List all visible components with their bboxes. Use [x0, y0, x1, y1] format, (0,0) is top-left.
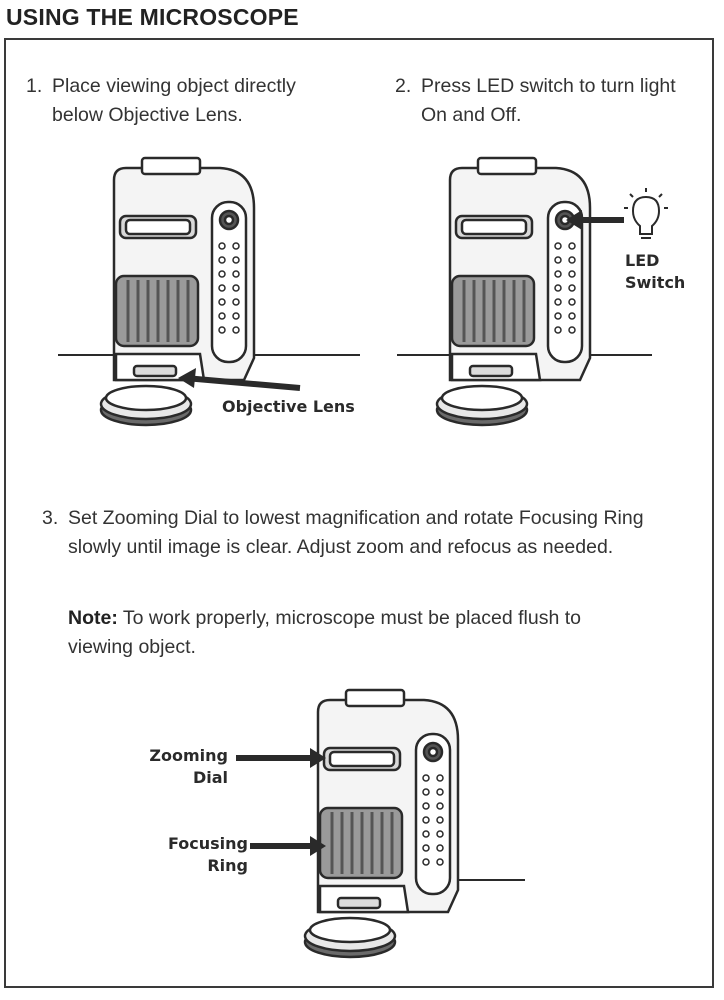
- callout-line: Ring: [207, 856, 248, 875]
- step-text: Place viewing object directly below Obje…: [52, 75, 296, 126]
- microscope-figure-1: [58, 156, 360, 427]
- note-paragraph: Note: To work properly, microscope must …: [68, 604, 588, 662]
- callout-line: Focusing: [168, 834, 248, 853]
- step-3: 3. Set Zooming Dial to lowest magnificat…: [42, 504, 662, 562]
- microscope-figure-2: [397, 156, 652, 427]
- callout-line: Dial: [192, 768, 228, 787]
- note-text: To work properly, microscope must be pla…: [68, 607, 581, 658]
- step-number: 1.: [26, 75, 43, 97]
- lightbulb-icon: [624, 188, 668, 239]
- step-number: 2.: [395, 75, 412, 97]
- step-text: Set Zooming Dial to lowest magnification…: [68, 507, 644, 558]
- callout-focusing-ring: Focusing Ring: [118, 833, 248, 877]
- microscope-figure-3: [236, 688, 525, 959]
- step-2: 2. Press LED switch to turn light On and…: [395, 72, 695, 130]
- callout-led-switch: LED Switch: [625, 250, 685, 294]
- page-title: USING THE MICROSCOPE: [6, 4, 299, 30]
- step-text: Press LED switch to turn light On and Of…: [421, 75, 676, 126]
- step-1: 1. Place viewing object directly below O…: [26, 72, 326, 130]
- callout-line: Zooming: [149, 746, 228, 765]
- callout-zooming-dial: Zooming Dial: [118, 745, 228, 789]
- callout-line: LED: [625, 251, 660, 270]
- note-label: Note:: [68, 607, 118, 629]
- step-number: 3.: [42, 507, 59, 529]
- instruction-frame: [4, 38, 714, 988]
- callout-objective-lens: Objective Lens: [222, 397, 355, 416]
- callout-line: Switch: [625, 273, 686, 292]
